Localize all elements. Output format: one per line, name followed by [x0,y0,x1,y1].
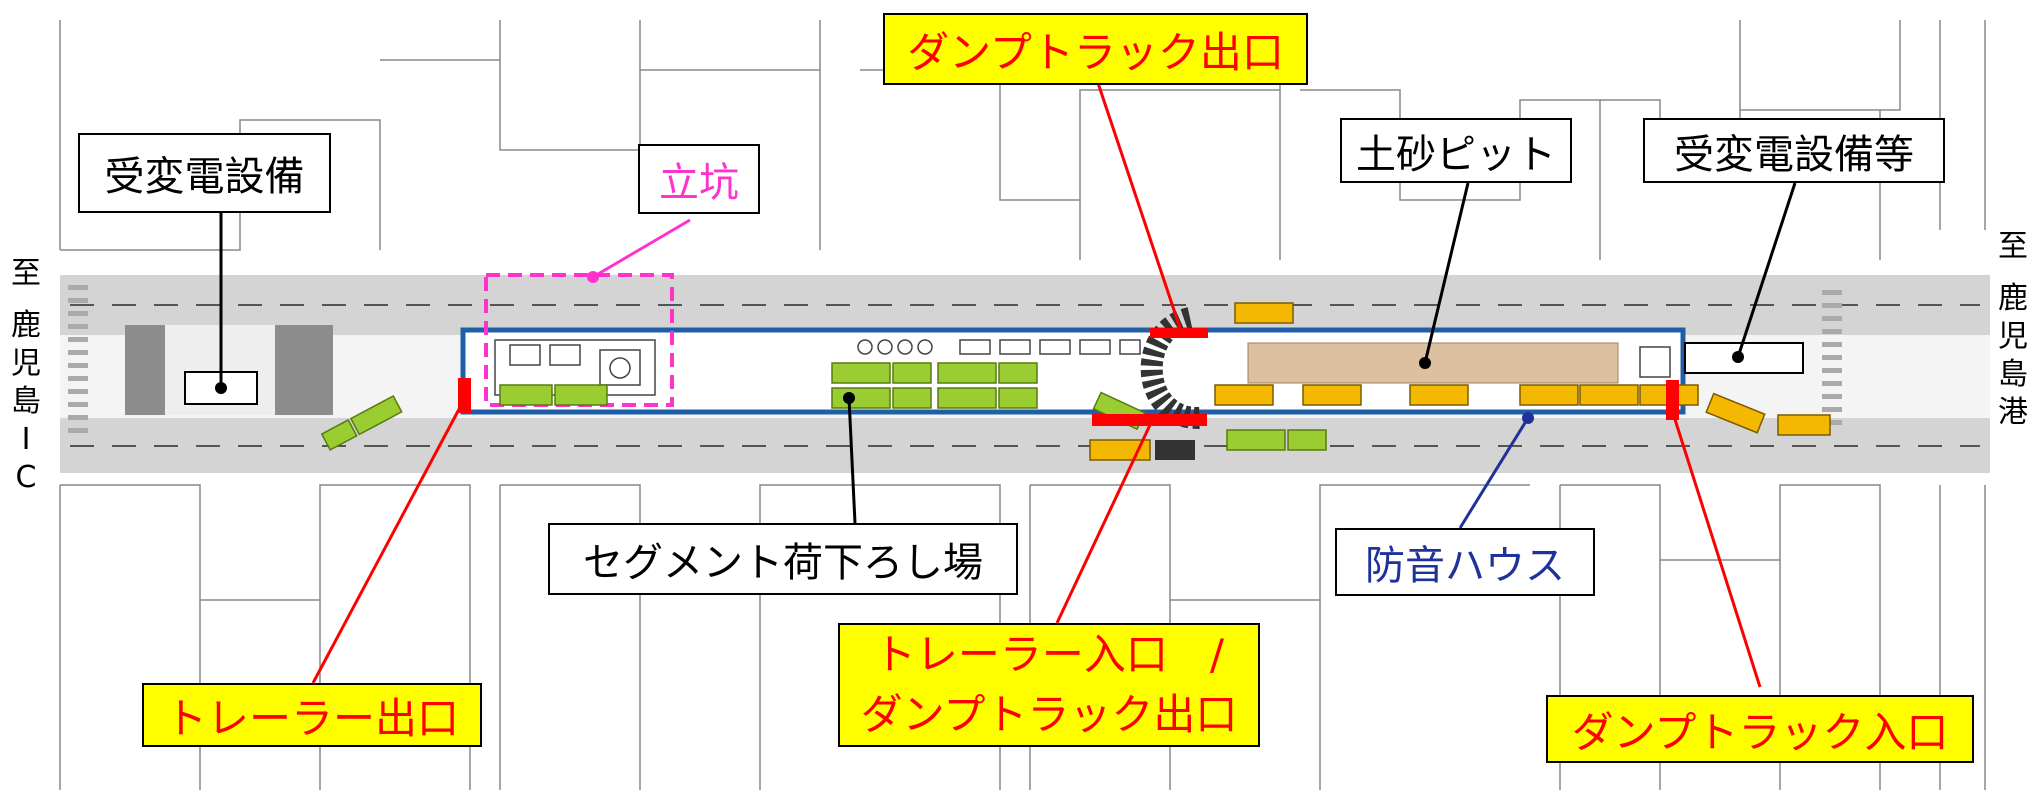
dump-trucks [1214,384,1831,436]
crosswalk-right [1822,290,1842,425]
gate-trailer-entry [1092,414,1207,426]
dump-truck-entering [1705,392,1766,434]
soil-pit-area [1247,342,1619,384]
direction-right-char: 児 [1998,319,2028,354]
sound-house-leader [1458,417,1530,529]
label-dump-entry: ダンプトラック入口 [1546,695,1974,763]
direction-left-char: 島 [11,384,41,419]
direction-left-char: 児 [11,346,41,381]
label-substation-right: 受変電設備等 [1643,118,1945,183]
label-segment-yard: セグメント荷下ろし場 [548,523,1018,595]
substation-right-leader [1736,182,1797,358]
direction-left-char: 鹿 [11,308,41,343]
direction-left-char: 至 [11,256,41,291]
direction-left-char: I [21,422,31,457]
label-trailer-entry: トレーラー入口 / ダンプトラック出口 [838,623,1260,747]
label-soil-pit: 土砂ピット [1340,118,1572,183]
direction-right-char: 島 [1998,357,2028,392]
segment-trailers [499,362,1327,451]
gate-dump-exit-top [1150,328,1208,338]
label-shaft: 立坑 [638,144,760,214]
direction-left: 至 鹿 児 島 I C [6,255,46,497]
label-trailer-entry-line1: トレーラー入口 / [873,630,1225,679]
gate-leaders [311,82,1762,688]
trailer-leaving-left [320,394,403,451]
label-trailer-exit: トレーラー出口 [142,683,482,747]
gate-dump-entry [1666,380,1679,420]
label-trailer-entry-line2: ダンプトラック出口 [860,690,1238,739]
label-dump-exit-top: ダンプトラック出口 [883,13,1308,85]
direction-left-char: C [15,460,37,495]
direction-right-char: 至 [1998,229,2028,264]
label-substation-left: 受変電設備 [78,133,331,213]
segment-yard-leader [847,397,857,524]
crosswalk-left [68,285,88,433]
shaft-leader [592,218,691,279]
substation-area-left-c [275,325,333,415]
soil-pit-leader [1423,182,1470,364]
substation-right-marker [1684,342,1804,374]
road-north [60,275,1990,335]
house-equipment [857,339,1671,378]
direction-right: 至 鹿 児 島 港 [1993,228,2033,432]
direction-right-char: 鹿 [1998,281,2028,316]
direction-right-char: 港 [1998,395,2028,430]
label-sound-house: 防音ハウス [1335,528,1595,596]
